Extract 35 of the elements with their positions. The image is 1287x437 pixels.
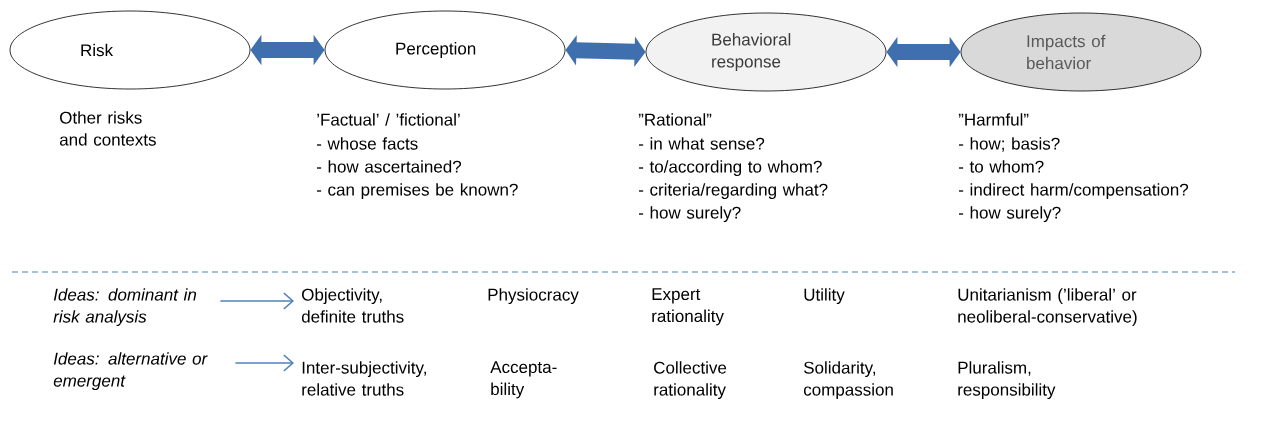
label-text: - how; basis? bbox=[958, 137, 1060, 152]
label-text: Expert rationality bbox=[652, 288, 724, 326]
label-text: - whose facts bbox=[316, 137, 418, 150]
idea-text: Inter-subjectivity, relative truths bbox=[302, 361, 426, 396]
ellipse-node: Behavioral response bbox=[645, 12, 887, 92]
label-text: Solidarity, compassion bbox=[803, 361, 893, 400]
idea-text: Objectivity, definite truths bbox=[301, 288, 404, 323]
label-text: Accepta- bility bbox=[490, 361, 557, 399]
double-arrow bbox=[250, 34, 325, 66]
label-text: Unitarianism (’liberal’ or neoliberal-conservative) bbox=[958, 288, 1137, 327]
label-text: - criteria/regarding what? bbox=[638, 183, 828, 200]
label-text: - in what sense? bbox=[638, 137, 765, 150]
double-arrow bbox=[886, 36, 961, 68]
label-text: - indirect harm/compensation? bbox=[958, 183, 1189, 200]
label-text: - can premises be known? bbox=[316, 183, 518, 200]
label-text: Other risks and contexts bbox=[59, 111, 156, 146]
label-text: ”Harmful” bbox=[958, 113, 1029, 126]
arrow bbox=[219, 292, 294, 310]
label-text: Utility bbox=[804, 288, 845, 305]
label-text: - to/according to whom? bbox=[638, 160, 822, 177]
ellipse-node: Perception bbox=[324, 10, 566, 90]
label-text: - to whom? bbox=[958, 160, 1044, 173]
label-text: ’Factual’ / ’fictional’ bbox=[317, 113, 460, 126]
label-text: - how surely? bbox=[638, 206, 741, 223]
label-text: - how ascertained? bbox=[316, 160, 462, 173]
label-text: Pluralism, responsibility bbox=[958, 361, 1056, 400]
ellipse-node: Risk bbox=[9, 10, 251, 90]
label-text: - how surely? bbox=[958, 206, 1061, 223]
arrow bbox=[234, 354, 294, 372]
row-heading-text: Ideas: dominant in risk analysis bbox=[53, 288, 197, 327]
label-text: Collective rationality bbox=[654, 361, 727, 400]
row-heading-text: Ideas: alternative or emergent bbox=[53, 352, 208, 391]
label-text: ”Rational” bbox=[638, 113, 712, 126]
ellipse-node: Impacts of behavior bbox=[960, 12, 1202, 92]
label-text: Physiocracy bbox=[488, 288, 579, 305]
